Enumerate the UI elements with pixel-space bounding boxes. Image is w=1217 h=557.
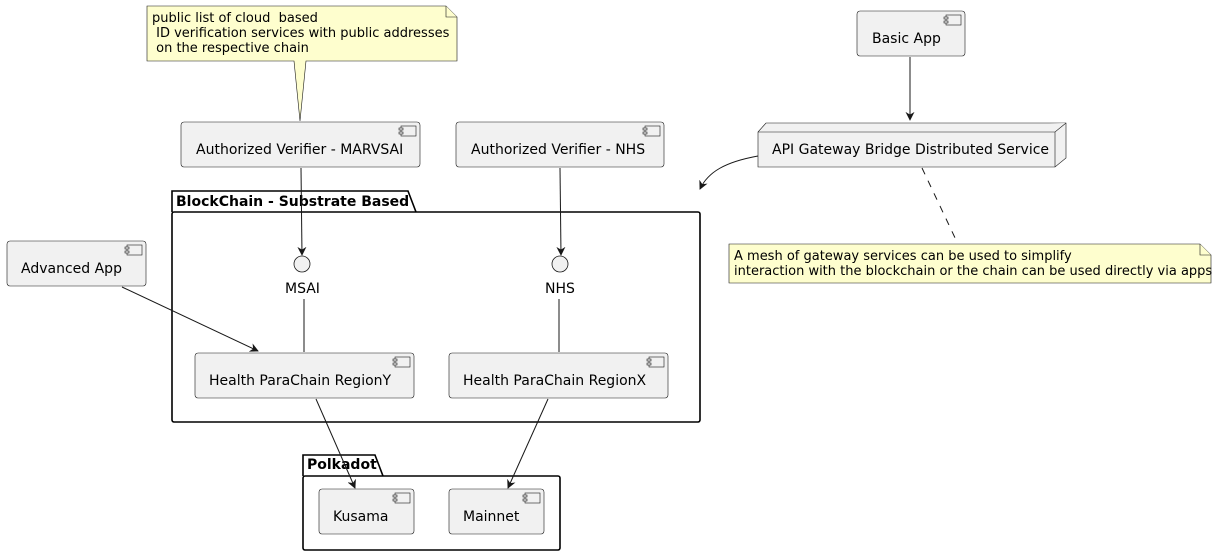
component-verifier-marvsai-label: Authorized Verifier - MARVSAI — [196, 142, 403, 158]
interface-msai: MSAI — [285, 255, 320, 297]
component-mainnet: Mainnet — [448, 488, 545, 535]
edge-parachain-x-to-mainnet — [507, 398, 549, 489]
edge-parachain-y-to-kusama — [315, 398, 356, 489]
component-advanced-app: Advanced App — [6, 240, 147, 287]
component-icon — [642, 125, 661, 137]
component-kusama-label: Kusama — [333, 509, 388, 525]
note-verifiers-text: public list of cloud based ID verificati… — [152, 11, 454, 56]
component-parachain-y-label: Health ParaChain RegionY — [209, 373, 392, 389]
package-blockchain-title: BlockChain - Substrate Based — [176, 194, 409, 210]
component-parachain-y: Health ParaChain RegionY — [194, 352, 415, 399]
note-verifiers-line-1: public list of cloud based — [152, 11, 318, 26]
note-gateway-connector — [921, 167, 958, 243]
note-gateway-text: A mesh of gateway services can be used t… — [734, 249, 1212, 279]
component-verifier-nhs-label: Authorized Verifier - NHS — [471, 142, 645, 158]
component-icon — [392, 492, 411, 504]
interface-nhs-label: NHS — [545, 281, 575, 297]
interface-msai-label: MSAI — [285, 281, 320, 297]
component-mainnet-label: Mainnet — [463, 509, 520, 525]
interface-nhs: NHS — [545, 255, 575, 297]
note-gateway-line-2: interaction with the blockchain or the c… — [734, 264, 1212, 279]
component-parachain-x-label: Health ParaChain RegionX — [463, 373, 647, 389]
note-gateway: A mesh of gateway services can be used t… — [728, 243, 1212, 284]
component-api-gateway-label: API Gateway Bridge Distributed Service — [772, 142, 1049, 158]
package-blockchain: BlockChain - Substrate Based — [171, 190, 701, 423]
component-icon — [522, 492, 541, 504]
component-icon — [124, 244, 143, 256]
component-verifier-marvsai: Authorized Verifier - MARVSAI — [180, 121, 421, 168]
component-parachain-x: Health ParaChain RegionX — [448, 352, 669, 399]
edge-advanced-app-to-parachain-y — [121, 286, 259, 352]
component-basic-app: Basic App — [856, 10, 966, 57]
package-polkadot-title: Polkadot — [307, 457, 377, 473]
component-kusama: Kusama — [318, 488, 415, 535]
component-icon — [398, 125, 417, 137]
note-gateway-line-1: A mesh of gateway services can be used t… — [734, 249, 1072, 264]
component-basic-app-label: Basic App — [872, 31, 941, 47]
edge-marvsai-to-msai — [297, 167, 307, 256]
component-api-gateway: API Gateway Bridge Distributed Service — [757, 122, 1067, 168]
note-verifiers-line-2: ID verification services with public add… — [152, 26, 450, 41]
component-icon — [646, 356, 665, 368]
edge-nhs-verifier-to-nhs — [556, 167, 566, 256]
note-verifiers: public list of cloud based ID verificati… — [146, 5, 458, 122]
component-verifier-nhs: Authorized Verifier - NHS — [455, 121, 665, 168]
note-verifiers-line-3: on the respective chain — [152, 41, 309, 56]
component-icon — [392, 356, 411, 368]
component-icon — [943, 14, 962, 26]
package-polkadot: Polkadot — [302, 454, 561, 551]
component-advanced-app-label: Advanced App — [21, 261, 122, 277]
edge-gateway-to-blockchain — [699, 155, 759, 190]
